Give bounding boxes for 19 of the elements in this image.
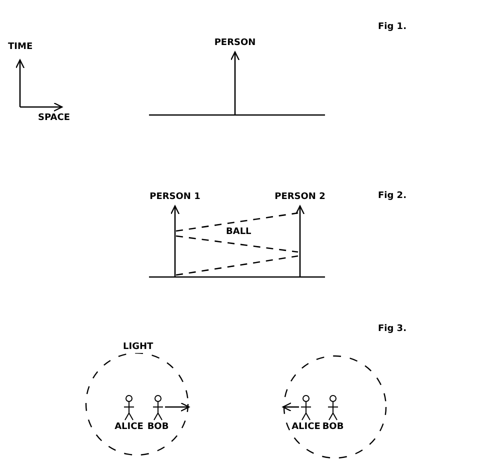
worldline-arrow [170, 205, 180, 277]
person-name: BOB [147, 422, 169, 433]
figure-caption: Fig 3. [378, 324, 406, 335]
worldline-label: PERSON [214, 38, 256, 49]
light-label: LIGHT [123, 342, 154, 353]
arrow [282, 402, 299, 412]
worldline-arrow [230, 51, 240, 115]
worldline-label: PERSON 2 [274, 192, 326, 203]
person-name: BOB [322, 422, 344, 433]
arrow [165, 402, 190, 412]
ball-label: BALL [226, 227, 252, 238]
figure-caption: Fig 1. [378, 22, 406, 33]
person-name: ALICE [292, 422, 320, 433]
axis-label: SPACE [38, 113, 70, 124]
axis-label: TIME [8, 42, 33, 53]
person-name: ALICE [114, 422, 144, 433]
figure-caption: Fig 2. [378, 191, 406, 202]
worldline-arrow [295, 205, 305, 277]
worldline-label: PERSON 1 [150, 192, 200, 203]
